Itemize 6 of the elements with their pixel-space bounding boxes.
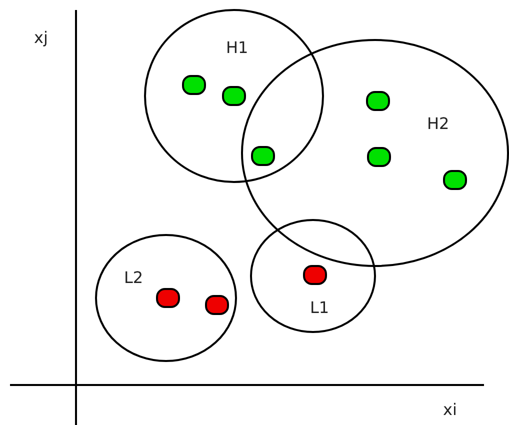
axis-label: xi	[443, 402, 457, 418]
axis-label: xj	[34, 30, 48, 46]
cluster-label: H2	[427, 116, 450, 132]
cluster-label: L2	[124, 270, 144, 286]
cluster-label: L1	[310, 300, 330, 316]
cluster-label: H1	[226, 40, 248, 56]
